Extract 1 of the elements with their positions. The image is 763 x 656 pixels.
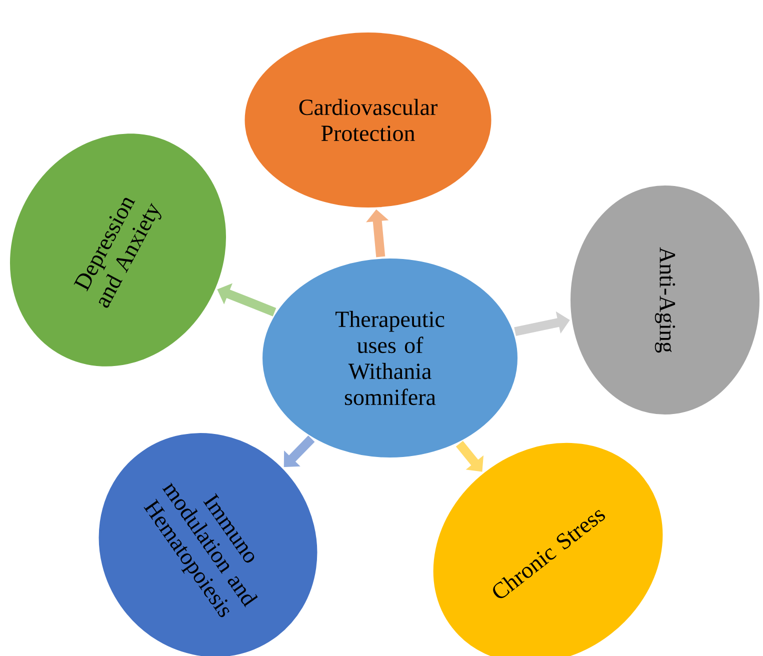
block-arrow [456,440,484,472]
